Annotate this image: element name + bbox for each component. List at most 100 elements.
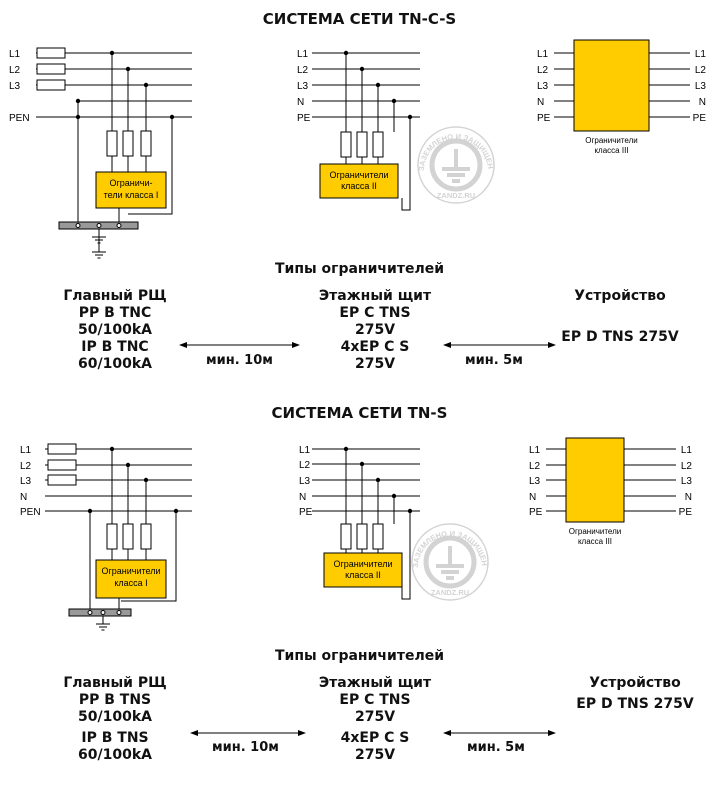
main-panel-title: Главный РЩ xyxy=(63,675,167,691)
device-title: Устройство xyxy=(574,288,666,304)
section-2-types-title: Типы ограничителей xyxy=(274,648,445,664)
ground-bar-terminal xyxy=(100,610,106,615)
fuse-icon xyxy=(47,443,77,455)
fuse-icon xyxy=(36,79,66,91)
device-line-label-left: L2 xyxy=(537,65,549,76)
device-line-label-left: N xyxy=(537,97,544,108)
section-2-main-panel: Главный РЩ PP B TNS 50/100kA IP B TNS 60… xyxy=(40,675,190,764)
section-1-main-panel: Главный РЩ PP B TNC 50/100kA IP B TNC 60… xyxy=(40,288,190,373)
device-line-label-left: PE xyxy=(529,507,543,518)
section-2-distance-10m: мин. 10м xyxy=(212,740,279,755)
main-panel-line: PP B TNS xyxy=(78,692,152,708)
watermark-inner-ring xyxy=(423,535,477,589)
floor-panel-line: 4xEP C S xyxy=(340,339,410,355)
ground-bar-terminal xyxy=(96,223,102,228)
class-3-caption: Ограничители xyxy=(585,136,637,145)
watermark-ring xyxy=(417,126,495,204)
floor-panel-title: Этажный щит xyxy=(318,675,432,691)
watermark-stamp: ЗАЗЕМЛЕНО И ЗАЩИЩЕНОZANDZ.RU xyxy=(0,0,495,204)
ground-bar-terminal xyxy=(116,610,122,615)
ground-bar xyxy=(68,608,132,617)
main-line-label: L1 xyxy=(9,49,21,60)
class-2-box-label: класса II xyxy=(345,570,381,580)
floor-panel-line: 275V xyxy=(354,709,396,725)
surge-arrester-icon xyxy=(340,131,352,158)
device-line-label-left: L1 xyxy=(529,445,541,456)
class-3-caption: Ограничители xyxy=(569,527,621,536)
fuse-icon xyxy=(47,474,77,486)
main-panel-line: 60/100kA xyxy=(78,356,152,372)
device-line-label-right: L3 xyxy=(681,476,693,487)
floor-panel-line: 4xEP C S xyxy=(340,730,410,746)
device-line-label-right: N xyxy=(699,97,706,108)
junction-dot xyxy=(75,98,81,104)
floor-line-label: L2 xyxy=(297,65,309,76)
main-line-label: L1 xyxy=(20,445,32,456)
pe-lead xyxy=(401,117,411,211)
class-1-arrester-box xyxy=(95,559,167,599)
surge-arrester-icon xyxy=(356,523,368,550)
arrowhead-left xyxy=(190,730,198,736)
section-1-device: Устройство EP D TNS 275V xyxy=(545,288,695,346)
floor-panel-line: 275V xyxy=(354,747,396,763)
arrowhead-left xyxy=(443,342,451,348)
watermark-ring xyxy=(411,523,489,601)
watermark-site: ZANDZ.RU xyxy=(431,588,469,597)
device-line-label-right: N xyxy=(685,492,692,503)
arrowhead-right xyxy=(298,730,306,736)
floor-line-label: N xyxy=(297,97,304,108)
device-line-label-right: PE xyxy=(679,507,693,518)
floor-line-label: L1 xyxy=(299,445,311,456)
fuse-icon xyxy=(36,47,66,59)
surge-arrester-icon xyxy=(372,523,384,550)
device-line-label-left: PE xyxy=(537,113,551,124)
arrowhead-right xyxy=(548,342,556,348)
class-1-box-label: Ограничители xyxy=(101,566,160,576)
device-line-label-right: L1 xyxy=(681,445,693,456)
class-3-caption: класса III xyxy=(578,537,612,546)
surge-arrester-icon xyxy=(106,130,118,157)
floor-line-label: PE xyxy=(297,113,311,124)
section-1-title: СИСТЕМА СЕТИ TN-C-S xyxy=(262,10,457,28)
device-line-label-right: L2 xyxy=(695,65,707,76)
main-panel-line: IP B TNS xyxy=(81,730,149,746)
class-2-box-label: класса II xyxy=(341,181,377,191)
class-1-box-label: тели класса I xyxy=(104,190,159,200)
class-2-arrester-box xyxy=(323,552,403,588)
class-3-device-box xyxy=(573,39,650,132)
main-panel-line: PP B TNC xyxy=(78,305,152,321)
surge-arrester-icon xyxy=(122,523,134,550)
section-2-distance-5m: мин. 5м xyxy=(467,740,525,755)
main-panel-line: 60/100kA xyxy=(78,747,152,763)
arrowhead-left xyxy=(443,730,451,736)
neutral-lead xyxy=(128,117,173,215)
main-line-label: N xyxy=(20,492,27,503)
section-2-device: Устройство EP D TNS 275V xyxy=(560,675,710,713)
main-line-label: L3 xyxy=(9,81,21,92)
section-2-floor-panel: Этажный щит EP C TNS 275V 4xEP C S 275V xyxy=(300,675,450,764)
surge-arrester-icon xyxy=(372,131,384,158)
device-line-label-left: N xyxy=(529,492,536,503)
device-line-label-left: L2 xyxy=(529,461,541,472)
arrowhead-right xyxy=(292,342,300,348)
main-panel-line: IP B TNC xyxy=(81,339,149,355)
class-2-arrester-box xyxy=(319,163,399,199)
class-3-caption: класса III xyxy=(594,146,628,155)
floor-panel-line: EP C TNS xyxy=(339,692,411,708)
surge-arrester-icon xyxy=(106,523,118,550)
device-line-label-right: PE xyxy=(693,113,707,124)
device-line: EP D TNS 275V xyxy=(561,329,679,345)
section-1-floor-panel: Этажный щит EP C TNS 275V 4xEP C S 275V xyxy=(300,288,450,373)
class-3-device-box xyxy=(565,437,625,523)
floor-line-label: L1 xyxy=(297,49,309,60)
section-2-title: СИСТЕМА СЕТИ TN-S xyxy=(271,404,448,422)
floor-panel-title: Этажный щит xyxy=(318,288,432,304)
surge-arrester-icon xyxy=(340,523,352,550)
neutral-lead xyxy=(121,511,177,602)
main-panel-line: 50/100kA xyxy=(78,322,152,338)
arrowhead-right xyxy=(548,730,556,736)
device-line-label-left: L1 xyxy=(537,49,549,60)
arrowhead-left xyxy=(179,342,187,348)
ground-bar-terminal xyxy=(75,223,81,228)
fuse-icon xyxy=(47,459,77,471)
